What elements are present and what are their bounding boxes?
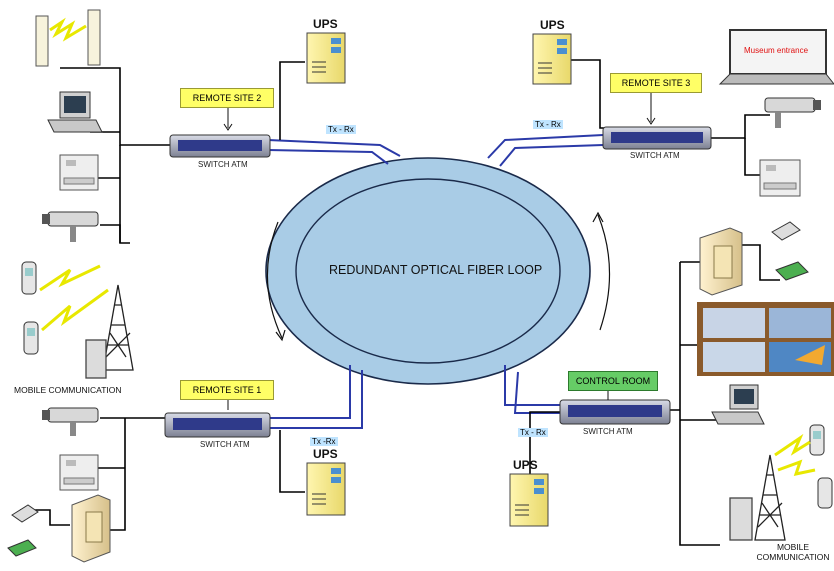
atm-switch-icon [559,399,671,425]
ups-icon [306,32,346,84]
remote-site-3-link-label: Tx - Rx [533,120,563,129]
mobile-communication-right-line1: MOBILE [776,542,810,552]
server-icon [71,494,111,563]
router-icon [7,504,39,557]
mobile-communication-right-label: MOBILE COMMUNICATION [752,542,834,562]
remote-site-1-label: REMOTE SITE 1 [180,380,274,400]
control-room-ups-label: UPS [513,458,538,472]
fax-machine-icon [59,454,99,491]
remote-site-1-link-label: Tx -Rx [310,437,338,446]
ups-icon [306,462,346,516]
computer-icon [711,384,765,425]
atm-switch-icon [164,412,271,438]
rotation-arrow-right [592,211,611,331]
camera-icon [42,211,99,242]
rotation-arrow-left [266,221,286,342]
camera-icon [42,407,99,436]
fiber-loop-label: REDUNDANT OPTICAL FIBER LOOP [329,263,543,277]
camera-icon [764,97,821,128]
remote-site-3-ups-label: UPS [540,18,565,32]
cell-tower-icon [85,284,134,379]
ups-icon [532,33,572,85]
remote-site-3-switch-label: SWITCH ATM [630,151,680,160]
mobile-communication-right-line2: COMMUNICATION [756,552,830,562]
remote-site-3-label: REMOTE SITE 3 [610,73,702,93]
computer-icon [47,91,103,133]
remote-site-1-ups-label: UPS [313,447,338,461]
server-icon [699,227,743,296]
control-room-switch-label: SWITCH ATM [583,427,633,436]
remote-site-1-switch-label: SWITCH ATM [200,440,250,449]
control-room-link-label: Tx - Rx [518,428,548,437]
mobile-phone-icon [774,424,833,509]
fiber-links [267,134,604,429]
fax-machine-icon [759,159,801,197]
remote-site-2-link-label: Tx - Rx [326,125,356,134]
remote-site-2-label: REMOTE SITE 2 [180,88,274,108]
antenna-icon [35,9,101,67]
museum-entrance-text: Museum entrance [744,46,809,55]
remote-site-2-switch-label: SWITCH ATM [198,160,248,169]
remote-site-2-ups-label: UPS [313,17,338,31]
atm-switch-icon [602,126,712,150]
cell-tower-icon [729,454,786,541]
video-wall-icon [697,302,834,376]
ups-icon [509,473,549,527]
control-room-label: CONTROL ROOM [568,371,658,391]
router-icon [771,221,809,281]
fax-machine-icon [59,154,99,191]
mobile-communication-left-label: MOBILE COMMUNICATION [14,385,122,395]
museum-display-icon [718,29,834,85]
mobile-phone-icon [21,261,109,355]
fiber-loop [265,157,591,385]
atm-switch-icon [169,134,271,158]
